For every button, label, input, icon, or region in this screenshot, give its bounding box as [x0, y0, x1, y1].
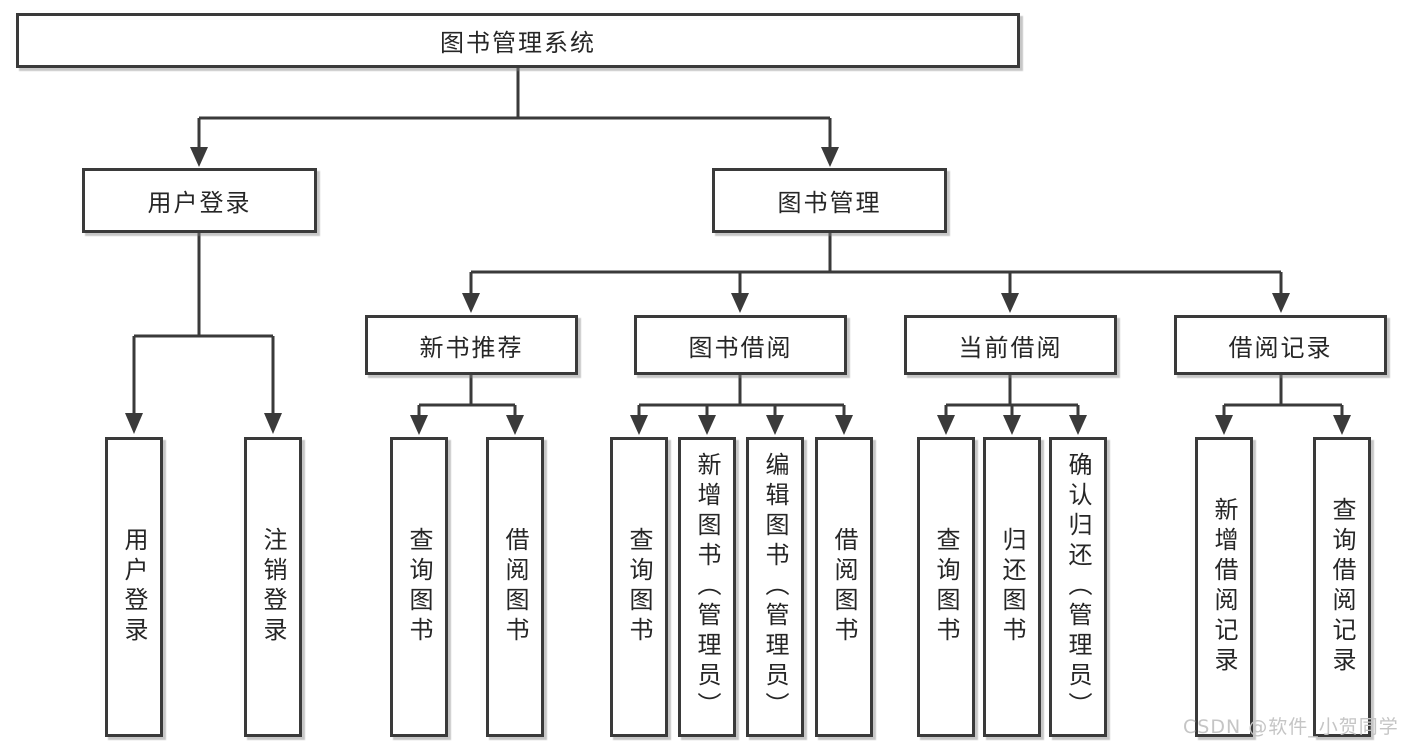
node-label: 注销登录 [259, 527, 287, 647]
node-leaf-query-books-borrow: 查询图书 [610, 437, 668, 737]
connector-book-mgmt-to-level3 [462, 233, 1290, 313]
node-label: 编辑图书（管理员） [761, 452, 789, 722]
node-label: 归还图书 [998, 527, 1026, 647]
node-leaf-add-borrow-record: 新增借阅记录 [1195, 437, 1253, 737]
node-label: 借阅图书 [501, 527, 529, 647]
connector-book-borrow-children [630, 375, 853, 435]
node-label: 借阅图书 [830, 527, 858, 647]
node-leaf-query-borrow-record: 查询借阅记录 [1313, 437, 1371, 737]
node-root-system: 图书管理系统 [16, 13, 1020, 68]
node-label: 新增图书（管理员） [693, 452, 721, 722]
node-leaf-logout: 注销登录 [244, 437, 302, 737]
node-label: 用户登录 [147, 189, 252, 217]
connector-user-login-children [125, 233, 282, 434]
node-leaf-add-books-admin: 新增图书（管理员） [678, 437, 736, 737]
node-user-login: 用户登录 [82, 168, 317, 233]
node-label: 借阅记录 [1228, 333, 1333, 362]
node-book-borrow: 图书借阅 [634, 315, 847, 375]
connector-new-book-children [410, 375, 524, 435]
node-label: 当前借阅 [958, 333, 1063, 362]
node-label: 查询借阅记录 [1328, 497, 1356, 677]
connector-root-to-level2 [190, 68, 839, 167]
node-leaf-edit-books-admin: 编辑图书（管理员） [746, 437, 804, 737]
node-label: 确认归还（管理员） [1064, 452, 1092, 722]
connector-borrow-records-children [1215, 375, 1351, 435]
node-label: 图书借阅 [688, 333, 793, 362]
node-leaf-query-books-current: 查询图书 [917, 437, 975, 737]
node-label: 图书管理 [777, 189, 882, 217]
node-label: 查询图书 [405, 527, 433, 647]
node-leaf-confirm-return-admin: 确认归还（管理员） [1049, 437, 1107, 737]
csdn-watermark: CSDN @软件_小贺同学 [1183, 716, 1399, 738]
node-label: 图书管理系统 [440, 29, 596, 57]
node-label: 查询图书 [932, 527, 960, 647]
node-leaf-user-login: 用户登录 [105, 437, 163, 737]
node-leaf-borrow-books: 借阅图书 [815, 437, 873, 737]
node-borrow-records: 借阅记录 [1174, 315, 1387, 375]
node-leaf-return-books: 归还图书 [983, 437, 1041, 737]
node-label: 新增借阅记录 [1210, 497, 1238, 677]
node-leaf-query-books-recommend: 查询图书 [390, 437, 448, 737]
node-label: 用户登录 [120, 527, 148, 647]
node-current-borrow: 当前借阅 [904, 315, 1117, 375]
node-leaf-borrow-books-recommend: 借阅图书 [486, 437, 544, 737]
node-label: 查询图书 [625, 527, 653, 647]
node-label: 新书推荐 [419, 333, 524, 362]
connector-current-borrow-children [937, 375, 1087, 435]
node-new-book-recommend: 新书推荐 [365, 315, 578, 375]
node-book-management: 图书管理 [712, 168, 947, 233]
